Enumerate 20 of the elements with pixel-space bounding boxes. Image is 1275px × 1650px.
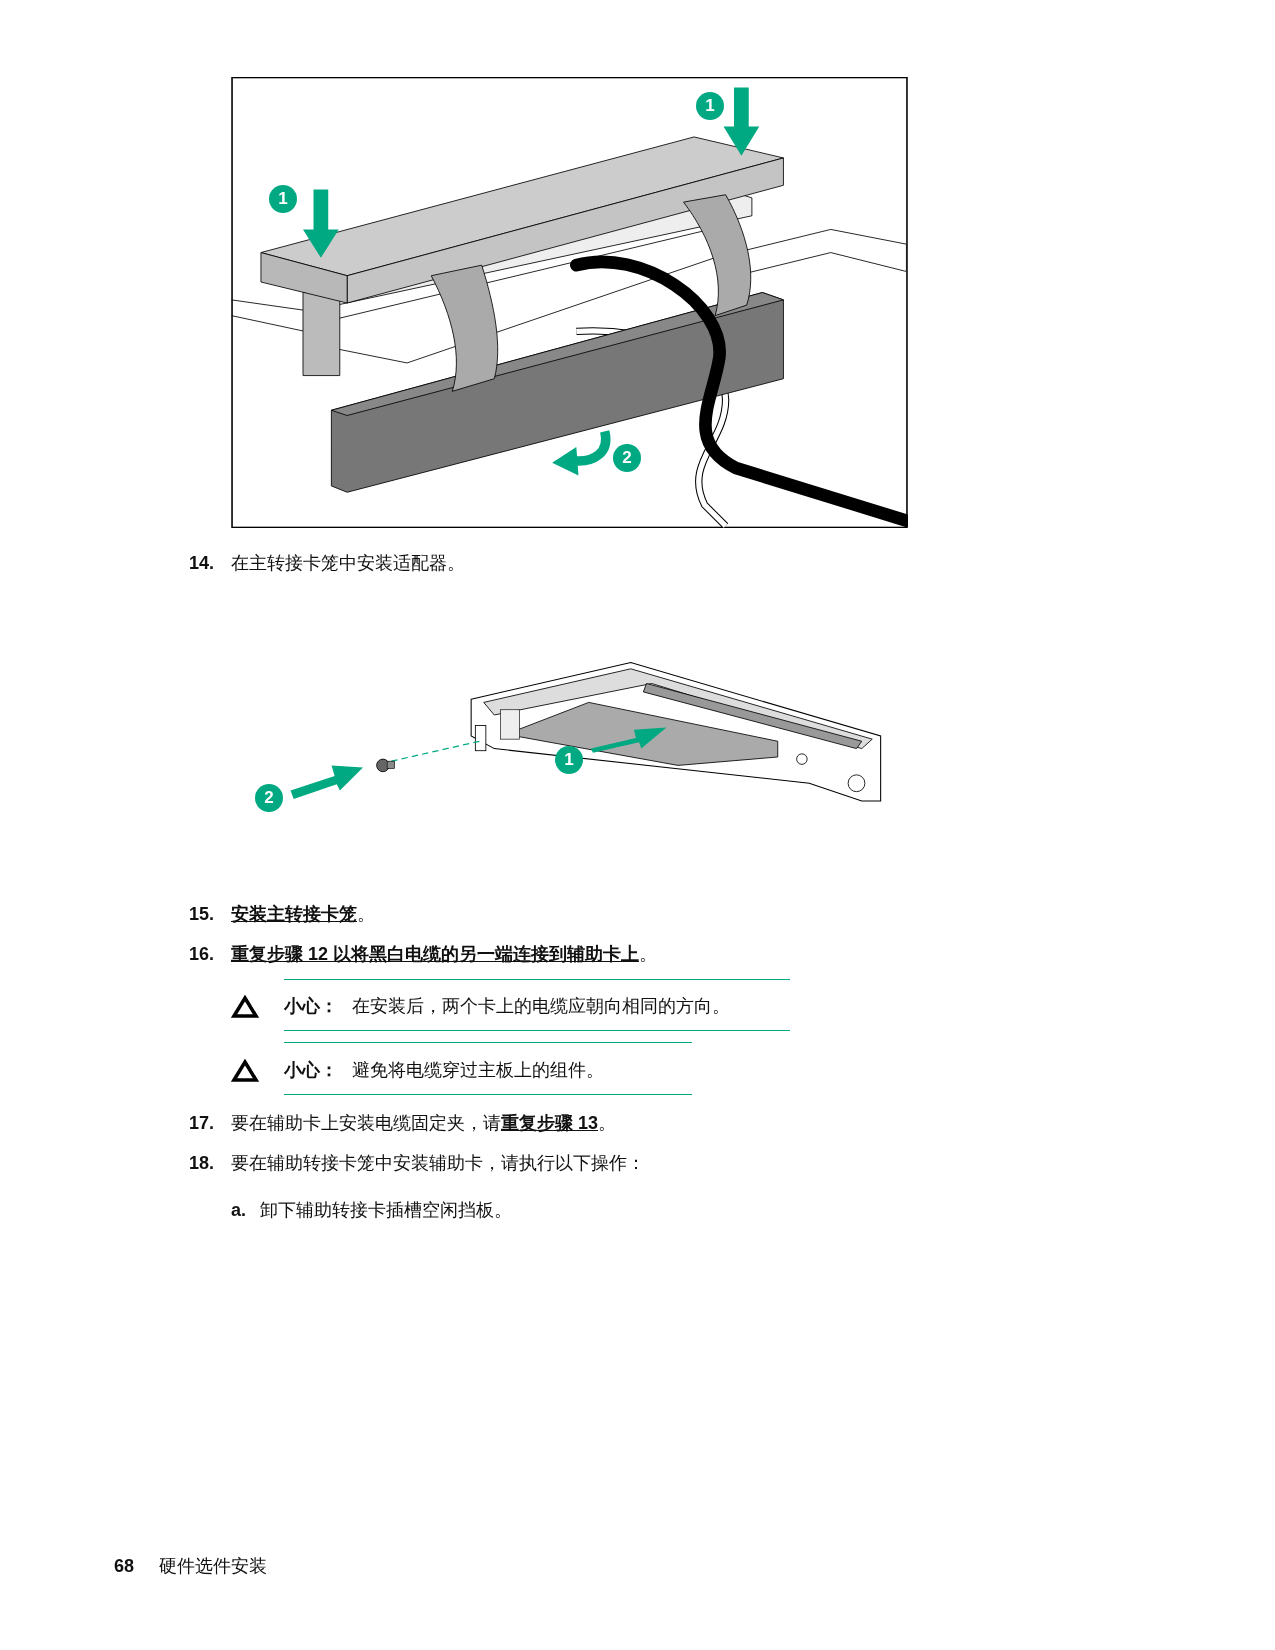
step-number: 18. <box>189 1152 215 1174</box>
callout-number: 1 <box>555 746 583 774</box>
caution-heading: 小心： <box>284 1059 338 1081</box>
step-number: 15. <box>189 903 215 925</box>
caution-heading: 小心： <box>284 995 338 1017</box>
callout-number: 2 <box>255 784 283 812</box>
step-number: 16. <box>189 943 215 965</box>
step-text: 在安装后，两个卡上的电缆应朝向相同的方向。 <box>352 995 730 1017</box>
step-text: 卸下辅助转接卡插槽空闲挡板。 <box>260 1199 512 1221</box>
step-text: 要在辅助卡上安装电缆固定夹，请重复步骤 13。 <box>231 1112 617 1134</box>
step-text: 安装主转接卡笼。 <box>231 903 375 925</box>
step-text: 重复步骤 12 以将黑白电缆的另一端连接到辅助卡上。 <box>231 943 658 965</box>
step-text: 硬件选件安装 <box>159 1555 267 1577</box>
step-number: 14. <box>189 552 215 574</box>
step-text: 要在辅助转接卡笼中安装辅助卡，请执行以下操作： <box>231 1152 645 1174</box>
step-text: 在主转接卡笼中安装适配器。 <box>231 552 465 574</box>
step-number: 17. <box>189 1112 215 1134</box>
step-text: 避免将电缆穿过主板上的组件。 <box>352 1059 604 1081</box>
step-number: a. <box>231 1199 246 1221</box>
step-number: 68 <box>114 1555 135 1577</box>
